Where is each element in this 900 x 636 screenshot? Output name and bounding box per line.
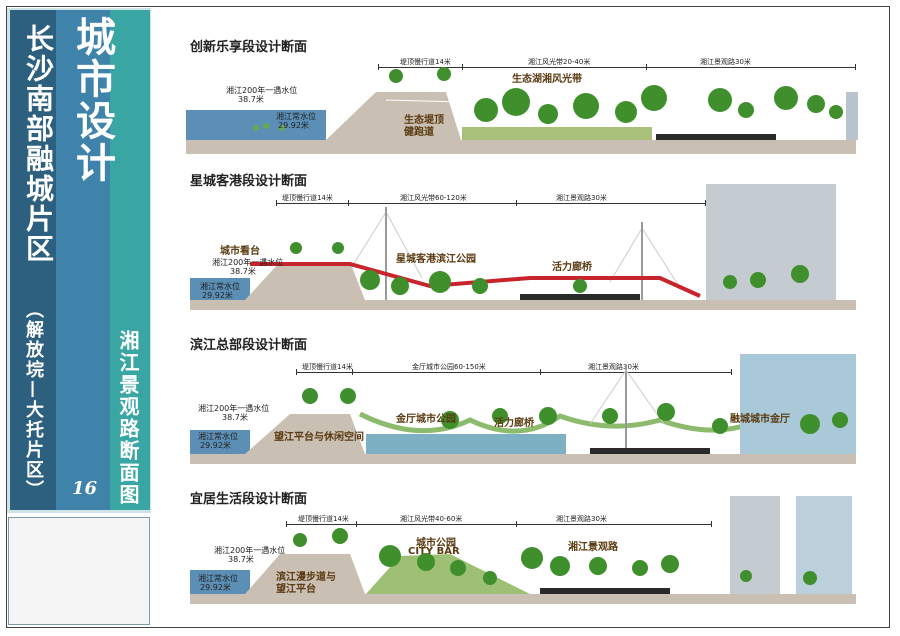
dimension-tick	[855, 64, 856, 70]
dimension-tick	[276, 200, 277, 206]
dimension-tick	[462, 64, 463, 70]
section-3-dim-1: 堤顶慢行道14米	[302, 363, 353, 371]
section-1-flood-label: 湘江200年一遇水位	[226, 86, 298, 95]
dimension-tick	[378, 64, 379, 70]
section-3-hall-label: 融城城市金厅	[730, 414, 790, 425]
section-1-dim-1: 堤顶慢行道14米	[400, 58, 451, 66]
section-4-road-label: 湘江景观路	[568, 542, 618, 553]
section-1-normal-label: 湘江常水位	[276, 112, 316, 121]
title-sub: （解放垸—大托片区）	[23, 300, 44, 500]
title-main: 城市设计	[69, 16, 116, 184]
section-2-flood-value: 38.7米	[230, 267, 256, 276]
section-3-flood-value: 38.7米	[222, 413, 248, 422]
section-2-bridge-label: 活力廊桥	[552, 262, 592, 273]
sidebar-teal-band	[110, 10, 150, 510]
page-number: 16	[72, 478, 98, 499]
section-3-flood-label: 湘江200年一遇水位	[198, 404, 270, 413]
section-1-flood-value: 38.7米	[238, 95, 264, 104]
section-3-normal-label: 湘江常水位	[198, 432, 238, 441]
dimension-tick	[516, 521, 517, 527]
section-4-flood-value: 38.7米	[228, 555, 254, 564]
section-1-path-label: 生态堤顶健跑道	[404, 115, 444, 138]
dimension-tick	[286, 521, 287, 527]
section-3-drawing	[190, 354, 856, 464]
section-3-dim-2: 金厅城市公园60-150米	[412, 363, 486, 371]
dimension-tick	[296, 369, 297, 375]
section-3-title: 滨江总部段设计断面	[190, 338, 308, 353]
section-4-walk-label: 滨江漫步道与望江平台	[276, 572, 336, 595]
section-2-normal-label: 湘江常水位	[200, 282, 240, 291]
section-2-title: 星城客港段设计断面	[190, 174, 308, 189]
dimension-tick	[711, 521, 712, 527]
section-2-park-label: 星城客港滨江公园	[396, 254, 476, 265]
section-1-title: 创新乐享段设计断面	[190, 40, 308, 55]
drawing-title: 湘江景观路断面图	[116, 330, 140, 506]
section-1-dim-3: 湘江景观路30米	[700, 58, 751, 66]
section-3-bridge-label: 活力廊桥	[494, 418, 534, 429]
page-border	[6, 6, 890, 628]
dimension-tick	[646, 64, 647, 70]
section-4-drawing	[190, 496, 856, 604]
section-1-band-label: 生态湖湘风光带	[512, 74, 582, 85]
section-4-dim-2: 湘江风光带40-60米	[400, 515, 463, 523]
dimension-tick	[731, 369, 732, 375]
dimension-tick	[540, 369, 541, 375]
section-4-dim-3: 湘江景观路30米	[556, 515, 607, 523]
section-3-dimension-line	[296, 372, 732, 373]
title-place: 长沙南部融城片区	[22, 24, 55, 264]
section-2-dim-1: 堤顶慢行道14米	[282, 194, 333, 202]
sidebar-mid-band	[56, 10, 110, 510]
section-4-normal-value: 29.92米	[200, 583, 231, 592]
section-2-normal-value: 29.92米	[202, 291, 233, 300]
empty-info-box	[8, 517, 150, 625]
section-3-dim-3: 湘江景观路30米	[588, 363, 639, 371]
dimension-tick	[352, 369, 353, 375]
section-2-stand-label: 城市看台	[220, 246, 260, 257]
dimension-tick	[516, 200, 517, 206]
section-4-bar-label: CITY BAR	[408, 546, 460, 557]
section-1-dim-2: 湘江风光带20-40米	[528, 58, 591, 66]
section-3-normal-value: 29.92米	[200, 441, 231, 450]
section-4-title: 宜居生活段设计断面	[190, 492, 308, 507]
dimension-tick	[705, 200, 706, 206]
section-4-park-label: 城市公园	[416, 538, 456, 549]
section-2-dimension-line	[276, 203, 706, 204]
section-1-drawing	[186, 67, 858, 154]
section-3-park-label: 金厅城市公园	[396, 414, 456, 425]
section-2-drawing	[190, 184, 856, 310]
section-2-dim-2: 湘江风光带60-120米	[400, 194, 467, 202]
section-4-dimension-line	[286, 524, 712, 525]
section-2-dim-3: 湘江景观路30米	[556, 194, 607, 202]
section-4-flood-label: 湘江200年一遇水位	[214, 546, 286, 555]
section-3-platform-label: 望江平台与休闲空间	[274, 432, 364, 443]
dimension-tick	[348, 200, 349, 206]
section-1-dimension-line	[378, 67, 856, 68]
section-2-flood-label: 湘江200年一遇水位	[212, 258, 284, 267]
section-4-normal-label: 湘江常水位	[198, 574, 238, 583]
section-1-normal-value: 29.92米	[278, 121, 309, 130]
dimension-tick	[356, 521, 357, 527]
section-4-dim-1: 堤顶慢行道14米	[298, 515, 349, 523]
